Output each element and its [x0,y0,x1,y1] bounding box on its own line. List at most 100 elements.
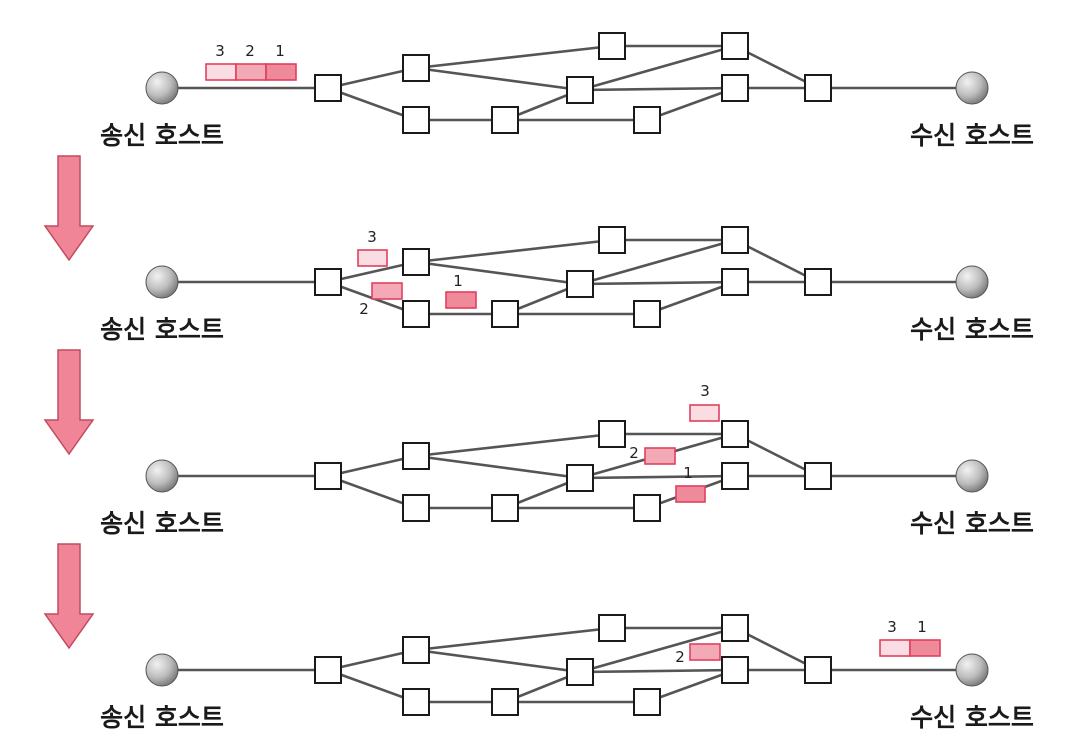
router-icon [598,226,626,254]
router-icon [721,226,749,254]
router-icon [633,106,661,134]
link [415,66,581,92]
router-icon [402,54,430,82]
packet-box [445,291,477,309]
link [579,238,736,286]
packet-1: 1 [675,464,706,503]
router-icon [314,268,342,296]
router-icon [804,74,832,102]
sender-host-label: 송신 호스트 [100,509,224,538]
sender-host-icon [145,71,179,105]
router-icon [402,636,430,664]
link [327,260,417,284]
router-icon [314,462,342,490]
router-icon [566,658,594,686]
router-icon [402,442,430,470]
packet-2: 2 [235,42,267,81]
link [579,280,736,286]
packet-box [235,63,267,81]
router-icon [721,268,749,296]
router-icon [491,300,519,328]
sender-host-label: 송신 호스트 [100,121,224,150]
down-arrow-icon [43,543,95,650]
router-icon [633,494,661,522]
link [415,454,581,480]
router-icon [491,494,519,522]
down-arrow-icon [43,155,95,262]
packet-2: 2 [675,643,721,666]
router-icon [566,464,594,492]
router-icon [566,270,594,298]
packet-1: 1 [265,42,297,81]
link [579,86,736,92]
link [327,648,417,672]
packet-number: 1 [683,464,693,482]
packet-box [909,639,941,657]
packet-box [265,63,297,81]
packet-1: 1 [445,272,477,309]
router-icon [598,614,626,642]
sender-host-label: 송신 호스트 [100,315,224,344]
router-icon [402,300,430,328]
packet-number: 2 [675,648,685,666]
sender-host-label: 송신 호스트 [100,703,224,732]
link [415,44,613,70]
router-icon [721,74,749,102]
router-icon [314,74,342,102]
receiver-host-label: 수신 호스트 [910,509,1034,538]
packet-box [371,282,403,300]
router-icon [633,688,661,716]
router-icon [804,462,832,490]
packet-box [689,643,721,661]
link [646,86,736,122]
network-stage-1: 송신 호스트 수신 호스트 3 2 1 [100,32,1034,150]
packet-box [879,639,911,657]
link [327,454,417,478]
router-icon [491,106,519,134]
sender-host-icon [145,653,179,687]
receiver-host-label: 수신 호스트 [910,315,1034,344]
router-icon [721,420,749,448]
receiver-host-icon [955,71,989,105]
router-icon [721,462,749,490]
router-icon [598,32,626,60]
router-icon [804,268,832,296]
packet-number: 2 [245,42,255,60]
router-icon [314,656,342,684]
packet-2: 2 [359,282,403,318]
packet-number: 3 [700,382,710,400]
sender-host-icon [145,459,179,493]
packet-number: 2 [359,300,369,318]
link [646,668,736,704]
router-icon [804,656,832,684]
receiver-host-label: 수신 호스트 [910,121,1034,150]
packet-box [357,249,388,267]
receiver-host-label: 수신 호스트 [910,703,1034,732]
packet-3: 3 [689,382,720,422]
sender-host-icon [145,265,179,299]
receiver-host-icon [955,459,989,493]
router-icon [566,76,594,104]
link [415,260,581,286]
link [579,668,736,674]
link [415,648,581,674]
packet-number: 1 [275,42,285,60]
receiver-host-icon [955,265,989,299]
network-stage-2: 송신 호스트 수신 호스트 3 2 1 [100,226,1034,344]
packet-number: 1 [453,272,463,290]
packet-1: 1 [909,618,941,657]
router-icon [721,32,749,60]
router-icon [402,688,430,716]
packet-3: 3 [357,228,388,267]
packet-number: 3 [887,618,897,636]
packet-number: 3 [215,42,225,60]
packet-3: 3 [205,42,237,81]
link [327,474,417,510]
router-icon [402,248,430,276]
router-icon [491,688,519,716]
router-icon [721,614,749,642]
router-icon [721,656,749,684]
packet-box [644,447,676,465]
